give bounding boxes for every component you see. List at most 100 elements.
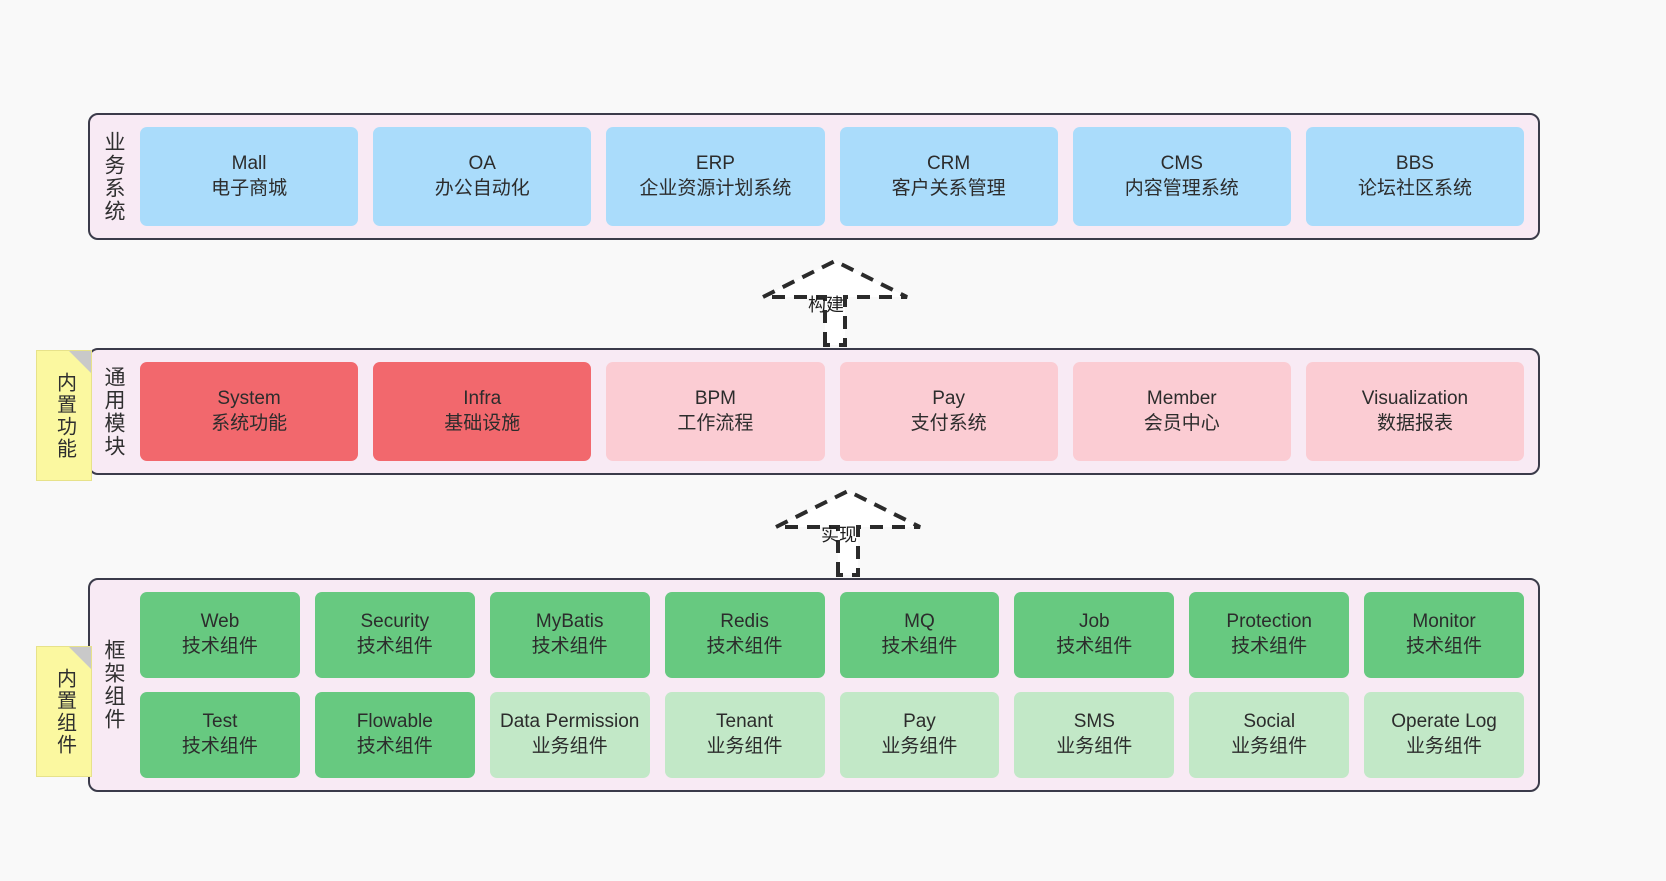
card-sms[interactable]: SMS 业务组件 [1014, 692, 1175, 778]
card-row: System 系统功能 Infra 基础设施 BPM 工作流程 Pay 支付系统… [140, 362, 1525, 461]
layer-common-module[interactable]: 通用模块 System 系统功能 Infra 基础设施 BPM 工作流程 Pay… [88, 348, 1540, 475]
layer-title-common-module: 通用模块 [102, 365, 126, 458]
card-subtitle: 工作流程 [677, 412, 754, 434]
card-subtitle: 技术组件 [1406, 636, 1483, 657]
card-subtitle: 技术组件 [181, 736, 258, 757]
card-subtitle: 业务组件 [1056, 736, 1133, 757]
card-title: Monitor [1412, 611, 1476, 633]
card-bbs[interactable]: BBS 论坛社区系统 [1305, 127, 1525, 226]
connector-implement: 实现 [768, 487, 928, 577]
card-subtitle: 支付系统 [910, 412, 987, 434]
card-subtitle: 数据报表 [1376, 412, 1453, 434]
card-title: Web [200, 611, 240, 633]
layer-body-common-module: System 系统功能 Infra 基础设施 BPM 工作流程 Pay 支付系统… [136, 350, 1538, 473]
card-title: Pay [903, 711, 936, 733]
card-system[interactable]: System 系统功能 [140, 362, 359, 461]
card-title: Member [1146, 387, 1217, 409]
card-subtitle: 内容管理系统 [1124, 177, 1239, 199]
card-tenant[interactable]: Tenant 业务组件 [664, 692, 825, 778]
card-monitor[interactable]: Monitor 技术组件 [1364, 592, 1524, 678]
card-subtitle: 业务组件 [706, 736, 783, 757]
card-redis[interactable]: Redis 技术组件 [664, 592, 825, 678]
card-mq[interactable]: MQ 技术组件 [839, 592, 1000, 678]
card-subtitle: 技术组件 [356, 736, 433, 757]
layer-title-business-system: 业务系统 [102, 130, 126, 223]
card-data-permission[interactable]: Data Permission 业务组件 [489, 692, 650, 778]
card-subtitle: 办公自动化 [434, 177, 530, 199]
card-title: Security [360, 611, 430, 633]
card-title: Social [1243, 711, 1296, 733]
card-title: Data Permission [499, 711, 640, 733]
card-row: Web 技术组件 Security 技术组件 MyBatis 技术组件 Redi… [140, 592, 1524, 678]
card-mall[interactable]: Mall 电子商城 [140, 127, 359, 226]
card-title: Test [202, 711, 238, 733]
card-row: Mall 电子商城 OA 办公自动化 ERP 企业资源计划系统 CRM 客户关系… [140, 127, 1525, 226]
card-title: MQ [904, 611, 935, 633]
card-title: Visualization [1361, 387, 1469, 409]
card-title: CRM [926, 152, 971, 174]
card-subtitle: 技术组件 [1231, 636, 1308, 657]
card-title: Protection [1226, 611, 1312, 633]
card-operate-log[interactable]: Operate Log 业务组件 [1364, 692, 1524, 778]
note-builtin-function[interactable]: 内置功能 [36, 350, 92, 481]
card-subtitle: 客户关系管理 [891, 177, 1006, 199]
card-subtitle: 业务组件 [1231, 736, 1308, 757]
card-subtitle: 会员中心 [1143, 412, 1220, 434]
layer-business-system[interactable]: 业务系统 Mall 电子商城 OA 办公自动化 ERP 企业资源计划系统 CRM… [88, 113, 1540, 240]
card-cms[interactable]: CMS 内容管理系统 [1072, 127, 1291, 226]
arrow-outline-icon [762, 258, 908, 347]
card-subtitle: 技术组件 [356, 636, 433, 657]
card-erp[interactable]: ERP 企业资源计划系统 [606, 127, 825, 226]
layer-title-framework-component: 框架组件 [102, 639, 126, 731]
card-title: BPM [694, 387, 737, 409]
card-visualization[interactable]: Visualization 数据报表 [1305, 362, 1525, 461]
card-subtitle: 业务组件 [881, 736, 958, 757]
card-title: OA [468, 152, 496, 174]
card-mybatis[interactable]: MyBatis 技术组件 [489, 592, 650, 678]
card-subtitle: 技术组件 [1056, 636, 1133, 657]
card-subtitle: 技术组件 [181, 636, 258, 657]
card-title: System [217, 387, 281, 409]
card-title: Operate Log [1391, 711, 1497, 733]
card-flowable[interactable]: Flowable 技术组件 [314, 692, 475, 778]
card-bpm[interactable]: BPM 工作流程 [606, 362, 825, 461]
card-title: Job [1078, 611, 1110, 633]
card-subtitle: 论坛社区系统 [1357, 177, 1472, 199]
card-infra[interactable]: Infra 基础设施 [373, 362, 592, 461]
card-member[interactable]: Member 会员中心 [1072, 362, 1291, 461]
card-title: Infra [463, 387, 502, 409]
layer-framework-component[interactable]: 框架组件 Web 技术组件 Security 技术组件 MyBatis 技术组件… [88, 578, 1540, 792]
card-title: ERP [695, 152, 735, 174]
card-social[interactable]: Social 业务组件 [1189, 692, 1350, 778]
card-title: Tenant [716, 711, 774, 733]
connector-implement-label: 实现 [821, 525, 857, 545]
layer-body-business-system: Mall 电子商城 OA 办公自动化 ERP 企业资源计划系统 CRM 客户关系… [136, 115, 1538, 238]
note-builtin-component[interactable]: 内置组件 [36, 646, 92, 777]
card-title: SMS [1073, 711, 1115, 733]
card-pay-business[interactable]: Pay 业务组件 [839, 692, 1000, 778]
card-oa[interactable]: OA 办公自动化 [373, 127, 592, 226]
note-label: 内置功能 [53, 371, 76, 460]
card-web[interactable]: Web 技术组件 [140, 592, 300, 678]
arrow-outline-icon [775, 488, 921, 577]
card-test[interactable]: Test 技术组件 [140, 692, 300, 778]
card-subtitle: 业务组件 [531, 736, 608, 757]
card-job[interactable]: Job 技术组件 [1014, 592, 1175, 678]
card-title: MyBatis [535, 611, 604, 633]
card-security[interactable]: Security 技术组件 [314, 592, 475, 678]
card-row: Test 技术组件 Flowable 技术组件 Data Permission … [140, 692, 1524, 778]
card-subtitle: 技术组件 [531, 636, 608, 657]
connector-build: 构建 [755, 257, 915, 347]
card-title: Redis [720, 611, 769, 633]
layer-body-framework-component: Web 技术组件 Security 技术组件 MyBatis 技术组件 Redi… [136, 580, 1538, 790]
connector-build-label: 构建 [808, 295, 844, 315]
card-pay[interactable]: Pay 支付系统 [839, 362, 1058, 461]
card-title: Flowable [356, 711, 433, 733]
card-crm[interactable]: CRM 客户关系管理 [839, 127, 1058, 226]
card-title: Mall [231, 152, 267, 174]
card-title: Pay [932, 387, 965, 409]
card-protection[interactable]: Protection 技术组件 [1189, 592, 1350, 678]
card-subtitle: 系统功能 [211, 412, 288, 434]
card-subtitle: 技术组件 [706, 636, 783, 657]
